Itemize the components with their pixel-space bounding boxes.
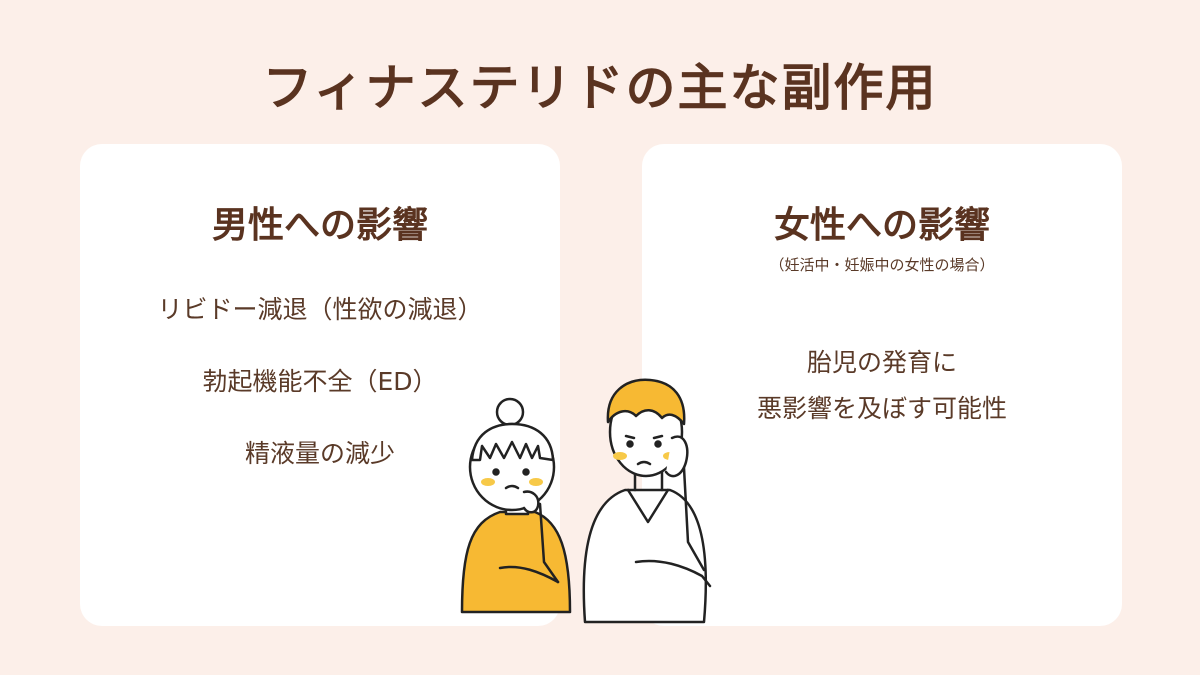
woman-thinking-icon [460,397,572,614]
page-title: フィナステリドの主な副作用 [262,59,938,117]
male-effect-item: リビドー減退（性欲の減退） [157,295,483,324]
male-effects-card: 男性への影響 リビドー減退（性欲の減退） 勃起機能不全（ED） 精液量の減少 [80,144,560,626]
man-thinking-icon [582,378,712,624]
male-effect-item: 勃起機能不全（ED） [202,367,438,396]
male-heading: 男性への影響 [211,205,428,246]
female-effects-card: 女性への影響 （妊活中・妊娠中の女性の場合） 胎児の発育に 悪影響を及ぼす可能性 [642,144,1122,626]
male-effects-list: リビドー減退（性欲の減退） 勃起機能不全（ED） 精液量の減少 [80,290,560,506]
female-effects-list: 胎児の発育に 悪影響を及ぼす可能性 [642,340,1122,432]
female-effect-item: 悪影響を及ぼす可能性 [756,394,1007,423]
male-effect-item: 精液量の減少 [244,439,395,468]
couple-illustration [460,378,712,624]
female-effect-item: 胎児の発育に [806,348,957,377]
female-subheading: （妊活中・妊娠中の女性の場合） [769,256,995,274]
female-heading: 女性への影響 [773,205,990,246]
